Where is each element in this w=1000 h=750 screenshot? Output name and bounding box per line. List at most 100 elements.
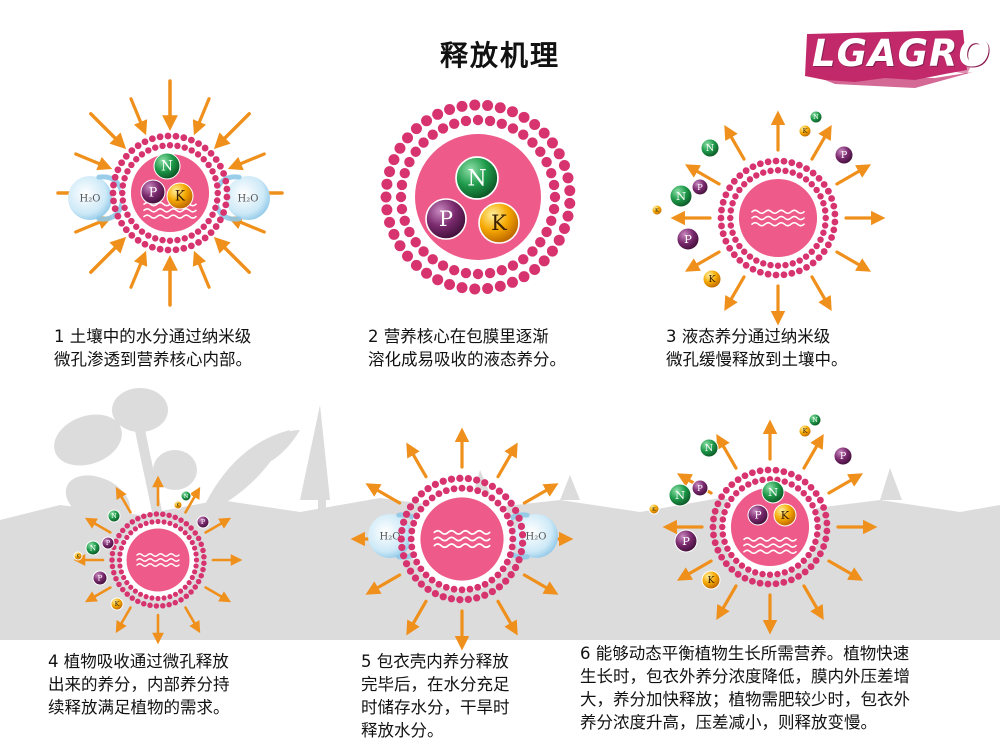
membrane-bead	[760, 260, 767, 267]
K-nutrient-ball	[173, 500, 183, 510]
membrane-bead	[741, 181, 748, 188]
outward-arrow	[716, 433, 738, 470]
K-label: K	[76, 553, 80, 558]
caption-1: 1 土壤中的水分通过纳米级 微孔渗透到营养核心内部。	[54, 325, 252, 371]
membrane-bead	[201, 234, 209, 242]
membrane-bead	[188, 525, 194, 531]
caption-6-line-2: 生长时，包衣外养分浓度降低，膜内外压差增	[580, 667, 910, 686]
membrane-bead	[742, 167, 750, 175]
P-nutrient-ball	[196, 515, 210, 529]
membrane-bead	[787, 470, 795, 478]
membrane-bead	[822, 511, 830, 519]
membrane-bead	[188, 232, 195, 239]
membrane-bead	[220, 209, 228, 216]
membrane-bead	[538, 255, 550, 267]
membrane-bead	[730, 177, 738, 185]
membrane-bead	[399, 168, 410, 179]
membrane-bead	[460, 267, 472, 279]
membrane-bead	[494, 280, 506, 292]
outward-arrow	[684, 250, 721, 272]
membrane-bead	[795, 267, 803, 275]
membrane-bead	[205, 161, 212, 169]
outward-arrow	[184, 606, 201, 634]
membrane-bead	[128, 161, 135, 169]
membrane-bead	[774, 167, 782, 174]
membrane-bead	[506, 519, 514, 527]
membrane-bead	[753, 172, 760, 179]
membrane-bead	[821, 207, 829, 214]
K-label: K	[652, 507, 656, 513]
membrane-bead	[164, 132, 172, 140]
membrane-bead	[220, 170, 228, 177]
membrane-bead	[111, 173, 119, 181]
membrane-bead	[527, 137, 538, 148]
membrane-bead	[815, 254, 823, 262]
caption-6-line-4: 养分浓度升高，压差减小，则释放变慢。	[580, 713, 877, 732]
membrane-bead	[518, 271, 530, 283]
membrane-bead	[815, 174, 823, 182]
membrane-bead	[160, 602, 166, 609]
membrane-bead	[562, 210, 574, 222]
membrane-bead	[397, 535, 405, 543]
membrane-bead	[796, 172, 803, 179]
K-nutrient-ball	[798, 424, 812, 438]
membrane-bead	[802, 176, 810, 183]
membrane-bead	[183, 593, 190, 599]
membrane-bead	[728, 551, 735, 559]
membrane-bead	[404, 226, 415, 238]
membrane-bead	[413, 512, 421, 520]
membrane-bead	[781, 569, 788, 576]
membrane-bead	[400, 552, 408, 560]
membrane-bead	[488, 587, 496, 596]
membrane-bead	[820, 200, 827, 207]
membrane-bead	[178, 526, 184, 532]
membrane-bead	[517, 547, 526, 556]
membrane-bead	[787, 576, 795, 584]
membrane-bead	[110, 181, 117, 189]
membrane-bead	[756, 579, 764, 587]
membrane-bead	[808, 181, 815, 188]
membrane-bead	[141, 138, 149, 146]
lgagro-logo	[805, 30, 973, 88]
membrane-bead	[820, 504, 828, 511]
water-droplet	[514, 514, 558, 558]
membrane-bead	[178, 597, 184, 603]
membrane-bead	[464, 595, 472, 604]
outward-arrow	[115, 606, 132, 634]
outward-arrow	[406, 442, 428, 479]
membrane-bead	[212, 223, 220, 230]
membrane-bead	[474, 583, 482, 591]
membrane-bead	[180, 134, 188, 142]
membrane-bead	[396, 179, 408, 191]
membrane-bead	[193, 551, 199, 557]
membrane-bead	[200, 547, 206, 554]
membrane-bead	[718, 553, 726, 561]
P-nutrient-ball	[92, 570, 108, 586]
membrane-bead	[548, 179, 560, 191]
membrane-bead	[128, 231, 136, 239]
membrane-bead	[128, 217, 135, 225]
P-nutrient-ball	[676, 227, 700, 251]
membrane-bead	[741, 472, 749, 480]
membrane-bead	[795, 161, 803, 169]
caption-5-line-1: 5 包衣壳内养分释放	[361, 652, 509, 671]
membrane-bead	[109, 563, 116, 570]
membrane-bead	[541, 156, 552, 168]
membrane-bead	[722, 191, 730, 199]
membrane-bead	[435, 580, 443, 588]
membrane-bead	[562, 172, 574, 184]
membrane-bead	[159, 142, 166, 150]
membrane-bead	[148, 243, 156, 251]
caption-4-line-1: 4 植物吸收通过微孔释放	[48, 652, 229, 671]
K-label: K	[115, 601, 120, 608]
membrane-bead	[803, 165, 810, 173]
membrane-bead	[482, 100, 494, 112]
membrane-bead	[812, 538, 819, 545]
membrane-bead	[442, 487, 450, 495]
membrane-bead	[728, 481, 736, 489]
membrane-bead	[503, 558, 511, 566]
membrane-bead	[134, 236, 142, 244]
membrane-bead	[473, 476, 481, 484]
membrane-bead	[749, 163, 757, 171]
